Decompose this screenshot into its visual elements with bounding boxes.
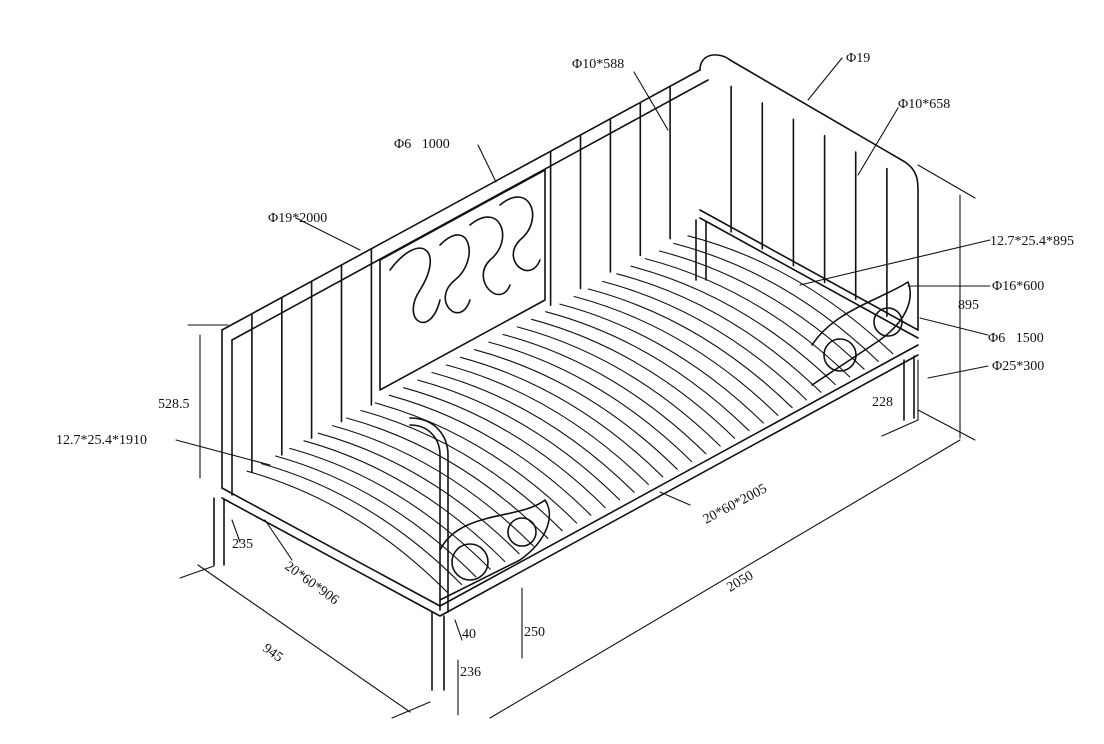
slat <box>587 288 793 409</box>
slat <box>431 371 635 493</box>
label-height-total: 895 <box>958 298 979 313</box>
label-end-rod: Φ10*658 <box>898 97 950 112</box>
label-top-rail-rod: Φ10*588 <box>572 57 624 72</box>
slat <box>573 295 779 416</box>
slat <box>303 440 506 562</box>
slat <box>459 356 664 478</box>
slat <box>417 379 621 501</box>
label-scroll-rod: Φ6 1000 <box>394 137 450 152</box>
slat <box>545 311 750 432</box>
label-frame-tube: Φ19 <box>846 51 870 66</box>
slat <box>474 349 678 470</box>
label-back-rail: Φ19*2000 <box>268 211 327 226</box>
slat <box>673 242 879 363</box>
slat <box>602 280 808 401</box>
label-side-beam: 20*60*2005 <box>701 481 770 527</box>
slat <box>687 235 894 355</box>
slat <box>289 447 491 570</box>
label-end-slat-bar: 12.7*25.4*895 <box>990 234 1074 249</box>
back-scroll-panel <box>379 169 546 391</box>
slat <box>502 333 707 455</box>
label-width: 945 <box>260 641 286 665</box>
label-leg-front: 236 <box>460 665 481 680</box>
front-end-frame <box>409 417 449 613</box>
slat <box>246 470 448 593</box>
legs <box>213 219 915 691</box>
slat <box>360 409 563 532</box>
label-length: 2050 <box>725 568 757 595</box>
slat <box>630 265 836 386</box>
slat <box>274 455 477 578</box>
slat <box>388 394 592 516</box>
end-frame-top <box>699 54 919 331</box>
slat <box>658 250 865 370</box>
slat <box>644 258 851 378</box>
label-beam-height: 250 <box>524 625 545 640</box>
dimension-labels: Φ10*588 Φ19 Φ10*658 Φ6 1000 Φ19*2000 12.… <box>56 51 1074 680</box>
back-spindles <box>251 85 671 473</box>
slat <box>530 318 736 439</box>
front-end-scroll <box>439 499 550 601</box>
label-width-beam: 20*60*906 <box>282 559 342 608</box>
slat <box>346 417 549 539</box>
slat <box>559 303 764 424</box>
label-leg-left: 235 <box>232 537 253 552</box>
slat <box>260 463 463 586</box>
label-end-post: Φ16*600 <box>992 279 1044 294</box>
slat <box>317 432 520 555</box>
right-end-scroll <box>811 281 911 386</box>
label-end-scroll: Φ6 1500 <box>988 331 1044 346</box>
label-side-height: 528.5 <box>158 397 190 412</box>
label-gap: 40 <box>462 627 476 642</box>
slat <box>402 387 606 509</box>
slat <box>516 326 721 447</box>
dimension-lines <box>175 57 991 719</box>
slat <box>331 425 534 547</box>
slat <box>488 341 693 463</box>
slats <box>246 235 894 593</box>
slat <box>445 364 649 486</box>
slat <box>374 402 578 524</box>
slat <box>616 273 822 393</box>
end-spindles <box>699 54 919 331</box>
label-leg: Φ25*300 <box>992 359 1044 374</box>
label-leg-right: 228 <box>872 395 893 410</box>
label-long-slat-bar: 12.7*25.4*1910 <box>56 433 147 448</box>
